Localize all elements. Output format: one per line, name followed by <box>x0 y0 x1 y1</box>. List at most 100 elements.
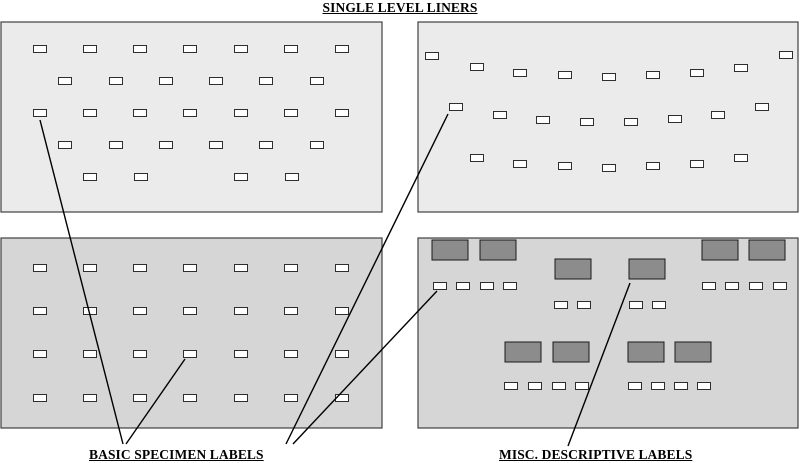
specimen-label-slot <box>646 162 660 170</box>
specimen-label-slot <box>310 77 324 85</box>
specimen-label-slot <box>335 350 349 358</box>
specimen-label-slot <box>285 173 299 181</box>
specimen-label-slot <box>133 394 147 402</box>
specimen-label-slot <box>554 301 568 309</box>
specimen-label-slot <box>513 160 527 168</box>
specimen-label-slot <box>646 71 660 79</box>
specimen-label-slot <box>773 282 787 290</box>
descriptive-label-block <box>748 239 786 261</box>
specimen-label-slot <box>335 109 349 117</box>
specimen-label-slot <box>133 264 147 272</box>
specimen-label-slot <box>58 77 72 85</box>
specimen-label-slot <box>234 350 248 358</box>
specimen-label-slot <box>504 382 518 390</box>
specimen-label-slot <box>33 264 47 272</box>
specimen-label-slot <box>558 162 572 170</box>
specimen-label-slot <box>558 71 572 79</box>
specimen-label-slot <box>83 350 97 358</box>
specimen-label-slot <box>183 394 197 402</box>
specimen-label-slot <box>234 45 248 53</box>
specimen-label-slot <box>209 77 223 85</box>
leader-line <box>39 119 124 445</box>
liner-panel-top-left <box>0 21 383 213</box>
specimen-label-slot <box>513 69 527 77</box>
specimen-label-slot <box>183 307 197 315</box>
descriptive-label-block <box>554 258 592 280</box>
specimen-label-slot <box>109 77 123 85</box>
specimen-label-slot <box>159 77 173 85</box>
specimen-label-slot <box>456 282 470 290</box>
specimen-label-slot <box>690 69 704 77</box>
leader-line <box>125 358 186 445</box>
descriptive-label-block <box>479 239 517 261</box>
specimen-label-slot <box>702 282 716 290</box>
descriptive-label-block <box>674 341 712 363</box>
specimen-label-slot <box>470 63 484 71</box>
leader-line <box>567 282 631 447</box>
specimen-label-slot <box>109 141 123 149</box>
specimen-label-slot <box>83 394 97 402</box>
misc-descriptive-labels-caption: MISC. DESCRIPTIVE LABELS <box>499 447 693 462</box>
specimen-label-slot <box>234 307 248 315</box>
specimen-label-slot <box>183 45 197 53</box>
specimen-label-slot <box>234 173 248 181</box>
specimen-label-slot <box>133 45 147 53</box>
descriptive-label-block <box>504 341 542 363</box>
specimen-label-slot <box>284 350 298 358</box>
specimen-label-slot <box>33 45 47 53</box>
specimen-label-slot <box>284 45 298 53</box>
specimen-label-slot <box>690 160 704 168</box>
liner-panel-bottom-right <box>417 237 799 429</box>
leader-line <box>292 290 438 445</box>
specimen-label-slot <box>580 118 594 126</box>
specimen-label-slot <box>183 350 197 358</box>
diagram-title: SINGLE LEVEL LINERS <box>322 0 478 15</box>
specimen-label-slot <box>259 141 273 149</box>
specimen-label-slot <box>284 394 298 402</box>
specimen-label-slot <box>133 307 147 315</box>
specimen-label-slot <box>310 141 324 149</box>
specimen-label-slot <box>528 382 542 390</box>
specimen-label-slot <box>755 103 769 111</box>
basic-specimen-labels-caption: BASIC SPECIMEN LABELS <box>89 447 264 462</box>
specimen-label-slot <box>628 382 642 390</box>
specimen-label-slot <box>503 282 517 290</box>
specimen-label-slot <box>536 116 550 124</box>
specimen-label-slot <box>134 173 148 181</box>
specimen-label-slot <box>697 382 711 390</box>
specimen-label-slot <box>552 382 566 390</box>
descriptive-label-block <box>552 341 590 363</box>
specimen-label-slot <box>58 141 72 149</box>
specimen-label-slot <box>779 51 793 59</box>
specimen-label-slot <box>629 301 643 309</box>
specimen-label-slot <box>433 282 447 290</box>
specimen-label-slot <box>749 282 763 290</box>
specimen-label-slot <box>83 45 97 53</box>
specimen-label-slot <box>259 77 273 85</box>
specimen-label-slot <box>711 111 725 119</box>
specimen-label-slot <box>133 350 147 358</box>
specimen-label-slot <box>425 52 439 60</box>
specimen-label-slot <box>668 115 682 123</box>
specimen-label-slot <box>449 103 463 111</box>
specimen-label-slot <box>575 382 589 390</box>
specimen-label-slot <box>33 350 47 358</box>
specimen-label-slot <box>725 282 739 290</box>
specimen-label-slot <box>284 109 298 117</box>
descriptive-label-block <box>701 239 739 261</box>
specimen-label-slot <box>493 111 507 119</box>
specimen-label-slot <box>674 382 688 390</box>
specimen-label-slot <box>183 109 197 117</box>
specimen-label-slot <box>83 264 97 272</box>
specimen-label-slot <box>33 307 47 315</box>
specimen-label-slot <box>480 282 494 290</box>
specimen-label-slot <box>651 382 665 390</box>
descriptive-label-block <box>628 258 666 280</box>
specimen-label-slot <box>159 141 173 149</box>
specimen-label-slot <box>624 118 638 126</box>
specimen-label-slot <box>470 154 484 162</box>
specimen-label-slot <box>602 73 616 81</box>
specimen-label-slot <box>33 109 47 117</box>
descriptive-label-block <box>431 239 469 261</box>
